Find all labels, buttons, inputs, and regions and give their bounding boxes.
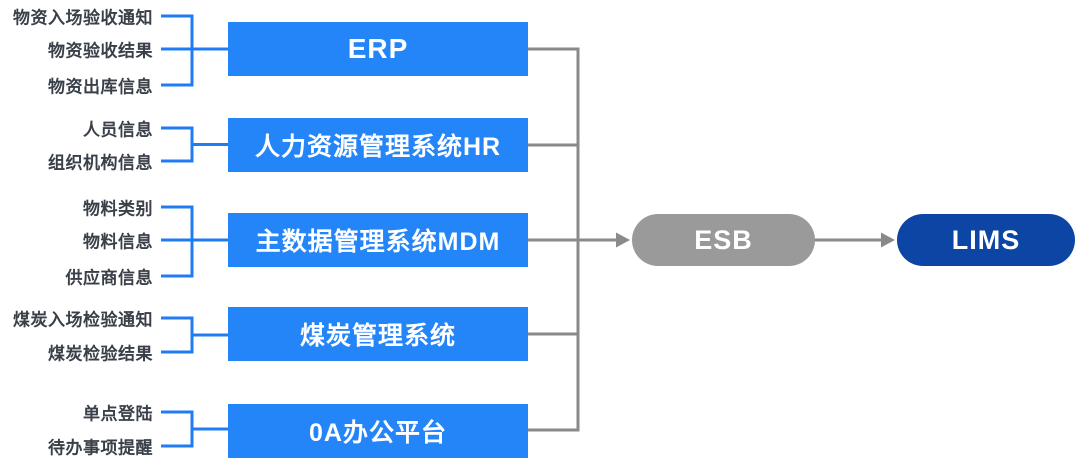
bracket-mdm <box>161 205 228 278</box>
feed-label: 人员信息 <box>83 120 153 140</box>
right-connectors <box>528 47 881 432</box>
system-box-mdm: 主数据管理系统MDM <box>228 213 528 267</box>
system-box-hr: 人力资源管理系统HR <box>228 118 528 172</box>
feed-label: 单点登陆 <box>83 404 153 424</box>
feed-label: 组织机构信息 <box>48 153 153 173</box>
esb-hub-node: ESB <box>632 214 815 266</box>
feed-label: 煤炭检验结果 <box>48 344 153 364</box>
feed-label: 物资入场验收通知 <box>13 8 153 28</box>
bracket-erp <box>161 14 228 87</box>
feed-label: 供应商信息 <box>65 268 153 288</box>
feed-label: 物料类别 <box>83 199 153 219</box>
feed-label: 物资出库信息 <box>48 77 153 97</box>
feed-label: 煤炭入场检验通知 <box>13 310 153 330</box>
feed-label: 物资验收结果 <box>48 41 153 61</box>
bracket-hr <box>161 126 228 163</box>
left-connectors <box>161 14 228 448</box>
system-box-coal: 煤炭管理系统 <box>228 307 528 361</box>
lims-target-node: LIMS <box>897 214 1075 266</box>
bracket-oa <box>161 410 228 448</box>
arrow-head-esb <box>616 232 630 248</box>
system-box-oa: 0A办公平台 <box>228 404 528 458</box>
arrow-heads <box>616 232 895 248</box>
bracket-coal <box>161 316 228 354</box>
trunk-line <box>528 47 616 432</box>
system-box-erp: ERP <box>228 22 528 76</box>
feed-label: 物料信息 <box>83 232 153 252</box>
feed-label: 待办事项提醒 <box>48 438 153 458</box>
arrow-head-lims <box>881 232 895 248</box>
